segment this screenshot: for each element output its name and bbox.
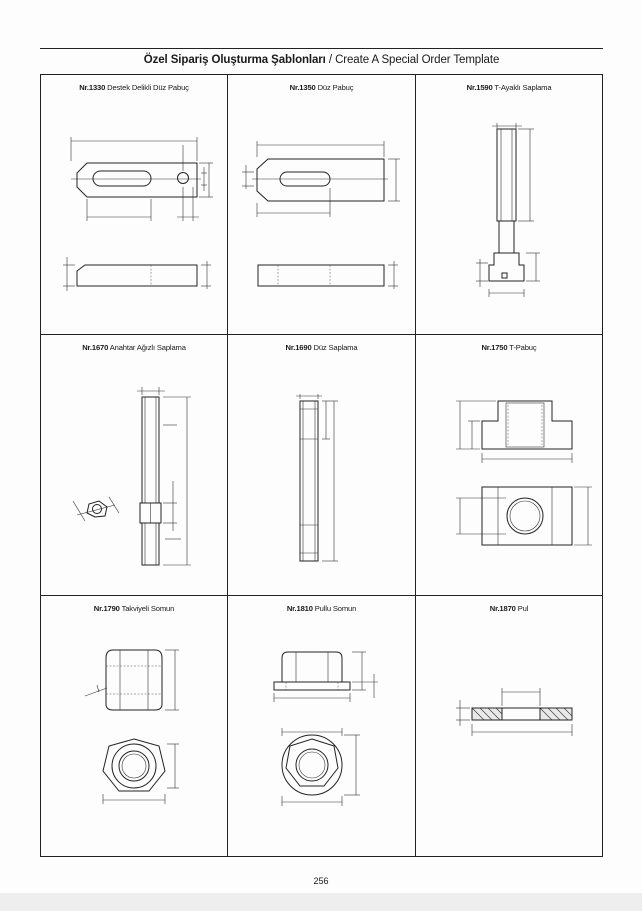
cell-name: Destek Delikli Düz Pabuç	[105, 83, 189, 92]
cell-name: Düz Saplama	[311, 343, 358, 352]
cell-title: Nr.1790 Takviyeli Somun	[41, 604, 227, 613]
cell-number: Nr.1790	[93, 604, 120, 613]
bottom-strip	[0, 893, 642, 911]
cell-number: Nr.1590	[466, 83, 493, 92]
template-cell-1750[interactable]: Nr.1750 T-Pabuç	[416, 335, 602, 595]
template-cell-1810[interactable]: Nr.1810 Pullu Somun	[228, 596, 415, 858]
template-cell-1670[interactable]: Nr.1670 Anahtar Ağızlı Saplama	[41, 335, 227, 595]
cell-name: Takviyeli Somun	[119, 604, 175, 613]
cell-name: Pullu Somun	[312, 604, 357, 613]
page-title-bold: Özel Sipariş Oluşturma Şablonları	[143, 54, 326, 66]
header-rule	[40, 48, 603, 49]
template-grid: Nr.1330 Destek Delikli Düz Pabuç	[40, 74, 603, 857]
cell-name: Düz Pabuç	[315, 83, 354, 92]
template-cell-1690[interactable]: Nr.1690 Düz Saplama	[228, 335, 415, 595]
cell-name: Pul	[515, 604, 529, 613]
cell-title: Nr.1330 Destek Delikli Düz Pabuç	[41, 83, 227, 92]
cell-number: Nr.1690	[285, 343, 312, 352]
template-cell-1590[interactable]: Nr.1590 T-Ayaklı Saplama	[416, 75, 602, 334]
washer-drawing	[456, 688, 573, 736]
cell-number: Nr.1810	[286, 604, 313, 613]
cell-title: Nr.1350 Düz Pabuç	[228, 83, 415, 92]
cell-name: T-Pabuç	[507, 343, 537, 352]
template-cell-1330[interactable]: Nr.1330 Destek Delikli Düz Pabuç	[41, 75, 227, 334]
flat-clamp-drawing	[242, 141, 400, 289]
cell-title: Nr.1670 Anahtar Ağızlı Saplama	[41, 343, 227, 352]
t-slot-nut-drawing	[456, 400, 592, 546]
reinforced-nut-drawing	[84, 649, 179, 804]
page-number: 256	[313, 876, 329, 886]
cell-number: Nr.1750	[481, 343, 508, 352]
page-title: Özel Sipariş Oluşturma Şablonları / Crea…	[40, 54, 603, 66]
cell-title: Nr.1810 Pullu Somun	[228, 604, 415, 613]
cell-number: Nr.1350	[289, 83, 316, 92]
template-cell-1350[interactable]: Nr.1350 Düz Pabuç	[228, 75, 415, 334]
grid-divider	[227, 75, 228, 856]
cell-title: Nr.1750 T-Pabuç	[416, 343, 602, 352]
cell-title: Nr.1590 T-Ayaklı Saplama	[416, 83, 602, 92]
wrench-flat-stud-drawing	[72, 387, 191, 566]
page-title-rest: / Create A Special Order Template	[325, 54, 500, 66]
cell-number: Nr.1670	[82, 343, 109, 352]
cell-title: Nr.1870 Pul	[416, 604, 602, 613]
cell-title: Nr.1690 Düz Saplama	[228, 343, 415, 352]
cell-name: Anahtar Ağızlı Saplama	[108, 343, 186, 352]
t-foot-stud-drawing	[476, 123, 540, 297]
cell-name: T-Ayaklı Saplama	[492, 83, 552, 92]
plain-stud-drawing	[296, 394, 338, 562]
cell-number: Nr.1870	[489, 604, 516, 613]
cell-number: Nr.1330	[79, 83, 106, 92]
clamp-with-support-hole-drawing	[63, 137, 213, 291]
grid-divider	[41, 595, 602, 596]
grid-divider	[415, 75, 416, 856]
grid-divider	[41, 334, 602, 335]
template-cell-1790[interactable]: Nr.1790 Takviyeli Somun	[41, 596, 227, 858]
template-cell-1870[interactable]: Nr.1870 Pul	[416, 596, 602, 858]
flanged-nut-drawing	[273, 651, 378, 806]
